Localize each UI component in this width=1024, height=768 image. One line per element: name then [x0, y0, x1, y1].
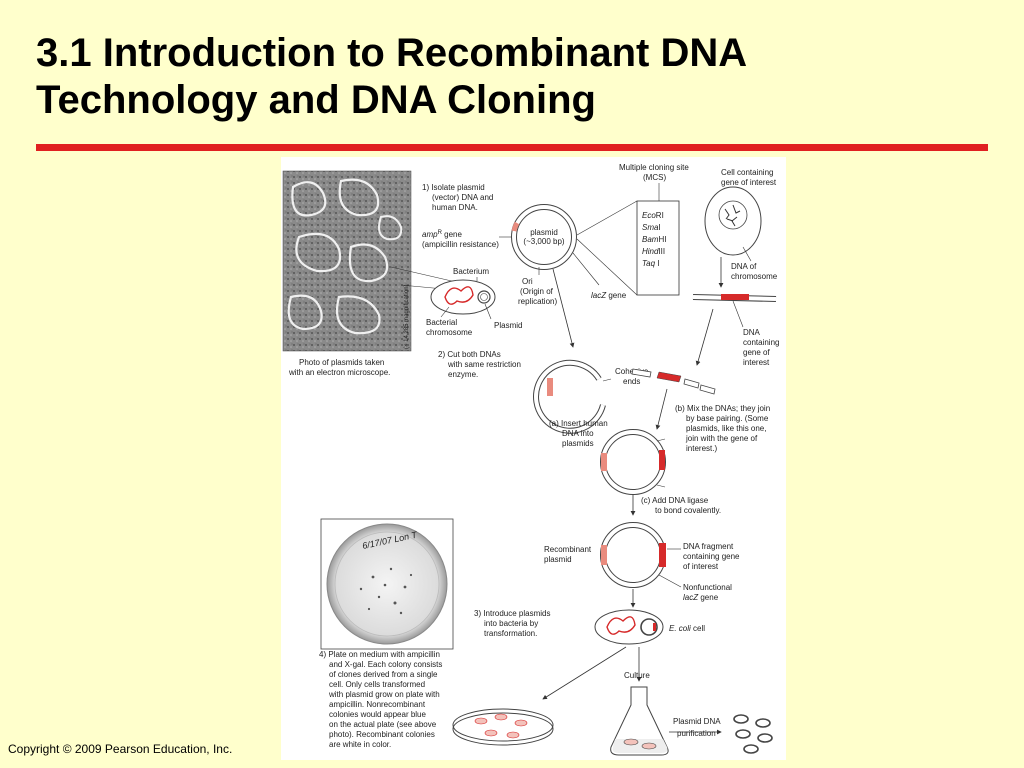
svg-text:cell. Only cells transformed: cell. Only cells transformed — [329, 680, 425, 689]
ori-line3: replication) — [518, 297, 557, 306]
mcs-enzyme-box — [636, 200, 680, 296]
ecoli-cell — [594, 609, 664, 645]
micrograph-photo: (× 14,285 magnification) — [282, 170, 412, 352]
step-a-line1: (a) Insert human — [549, 419, 608, 428]
dna-gene-line1: DNA — [743, 328, 761, 337]
plasmid-pointer-label: Plasmid — [494, 321, 522, 330]
plate-photo: 6/17/07 Lon T — [320, 518, 454, 650]
recombinant-line2: plasmid — [544, 555, 572, 564]
plasmid-size: (~3,000 bp) — [523, 237, 564, 246]
photo-caption-line1: Photo of plasmids taken — [299, 358, 384, 367]
ori-line2: (Origin of — [520, 287, 554, 296]
slide-title: 3.1 Introduction to Recombinant DNA Tech… — [36, 30, 996, 124]
step-b-line1: (b) Mix the DNAs; they join — [675, 404, 770, 413]
step-c-line1: (c) Add DNA ligase — [641, 496, 709, 505]
culture-flask — [610, 686, 669, 756]
copyright-footer: Copyright © 2009 Pearson Education, Inc. — [8, 742, 233, 756]
step3-line3: transformation. — [484, 629, 537, 638]
svg-text:are white in color.: are white in color. — [329, 740, 391, 749]
dna-gene-line2: containing — [743, 338, 779, 347]
purification-line1: Plasmid DNA — [673, 717, 721, 726]
step2-line2: with same restriction — [447, 360, 521, 369]
svg-text:photo). Recombinant colonies: photo). Recombinant colonies — [329, 730, 435, 739]
cut-human-fragment — [631, 368, 716, 395]
dna-chromosome-line2: chromosome — [731, 272, 778, 281]
step-b-line2: by base pairing. (Some — [686, 414, 769, 423]
step3-line2: into bacteria by — [484, 619, 538, 628]
recombinant-line1: Recombinant — [544, 545, 592, 554]
step-a-line2: DNA into — [562, 429, 594, 438]
purification-line2: purification — [677, 729, 716, 738]
nonfunctional-line2: lacZ gene — [683, 593, 719, 602]
svg-text:SmaI: SmaI — [642, 223, 661, 232]
fragment-line1: DNA fragment — [683, 542, 734, 551]
purified-plasmids — [733, 714, 773, 754]
step-b-line4: join with the gene of — [685, 434, 758, 443]
step2-line1: 2) Cut both DNAs — [438, 350, 501, 359]
cell-label-line1: Cell containing — [721, 168, 773, 177]
amp-gene-desc: (ampicillin resistance) — [422, 240, 499, 249]
bacterium-label: Bacterium — [453, 267, 489, 276]
human-dna-strand — [692, 294, 777, 302]
mcs-label-line2: (MCS) — [643, 173, 666, 182]
step3-line1: 3) Introduce plasmids — [474, 609, 550, 618]
mcs-label-line1: Multiple cloning site — [619, 163, 689, 172]
amp-gene-label: ampR gene — [422, 230, 462, 239]
plasmid-diagram: plasmid (~3,000 bp) — [511, 204, 577, 270]
cell-label-line2: gene of interest — [721, 178, 777, 187]
step1-line2: (vector) DNA and — [432, 193, 493, 202]
step1-line3: human DNA. — [432, 203, 478, 212]
bacterium-diagram — [430, 279, 496, 315]
dna-chromosome-line1: DNA of — [731, 262, 757, 271]
step-b-line3: plasmids, like this one, — [686, 424, 766, 433]
photo-caption-line2: with an electron microscope. — [288, 368, 390, 377]
culture-label: Culture — [624, 671, 650, 680]
dna-gene-line4: interest — [743, 358, 770, 367]
fragment-line2: containing gene — [683, 552, 740, 561]
enzyme-list: EcoRI SmaI BamHI HindIII Taq I — [642, 211, 666, 268]
cloning-diagram: (× 14,285 magnification) Photo of plasmi… — [282, 163, 779, 756]
step2-line3: enzyme. — [448, 370, 478, 379]
step1-line1: 1) Isolate plasmid — [422, 183, 485, 192]
step-c-line2: to bond covalently. — [655, 506, 721, 515]
svg-text:on the actual plate (see above: on the actual plate (see above — [329, 720, 437, 729]
bacterial-chromosome-line1: Bacterial — [426, 318, 457, 327]
lacz-label: lacZ gene — [591, 291, 627, 300]
cloning-figure: (× 14,285 magnification) Photo of plasmi… — [281, 157, 786, 760]
bacterial-chromosome-line2: chromosome — [426, 328, 473, 337]
svg-text:4) Plate on medium with ampici: 4) Plate on medium with ampicillin — [319, 650, 440, 659]
dna-gene-line3: gene of — [743, 348, 770, 357]
cut-plasmid — [533, 359, 606, 434]
human-cell — [704, 186, 762, 256]
magnification-label: (× 14,285 magnification) — [404, 284, 410, 349]
cohesive-line1: Cohesive — [615, 367, 649, 376]
step-b-line5: interest.) — [686, 444, 717, 453]
fragment-line3: of interest — [683, 562, 719, 571]
svg-text:ampicillin. Nonrecombinant: ampicillin. Nonrecombinant — [329, 700, 426, 709]
svg-text:BamHI: BamHI — [642, 235, 666, 244]
step-a-line3: plasmids — [562, 439, 594, 448]
svg-text:colonies would appear blue: colonies would appear blue — [329, 710, 427, 719]
step4-text: 4) Plate on medium with ampicillin and X… — [319, 650, 442, 749]
title-underline — [36, 144, 988, 151]
svg-text:Taq I: Taq I — [642, 259, 660, 268]
svg-text:and X-gal. Each colony consist: and X-gal. Each colony consists — [329, 660, 442, 669]
recombinant-plasmid — [600, 522, 666, 588]
ori-line1: Ori — [522, 277, 533, 286]
svg-text:with plasmid grow on plate wit: with plasmid grow on plate with — [328, 690, 440, 699]
title-line-2: Technology and DNA Cloning — [36, 78, 596, 122]
plasmid-label: plasmid — [530, 228, 558, 237]
cohesive-line2: ends — [623, 377, 640, 386]
ecoli-label: E. coli cell — [669, 624, 705, 633]
svg-text:of clones derived from a singl: of clones derived from a single — [329, 670, 438, 679]
nonfunctional-line1: Nonfunctional — [683, 583, 732, 592]
svg-text:EcoRI: EcoRI — [642, 211, 664, 220]
title-line-1: 3.1 Introduction to Recombinant DNA — [36, 31, 748, 75]
joined-plasmid — [600, 429, 666, 495]
svg-text:HindIII: HindIII — [642, 247, 665, 256]
petri-dish — [452, 708, 554, 746]
